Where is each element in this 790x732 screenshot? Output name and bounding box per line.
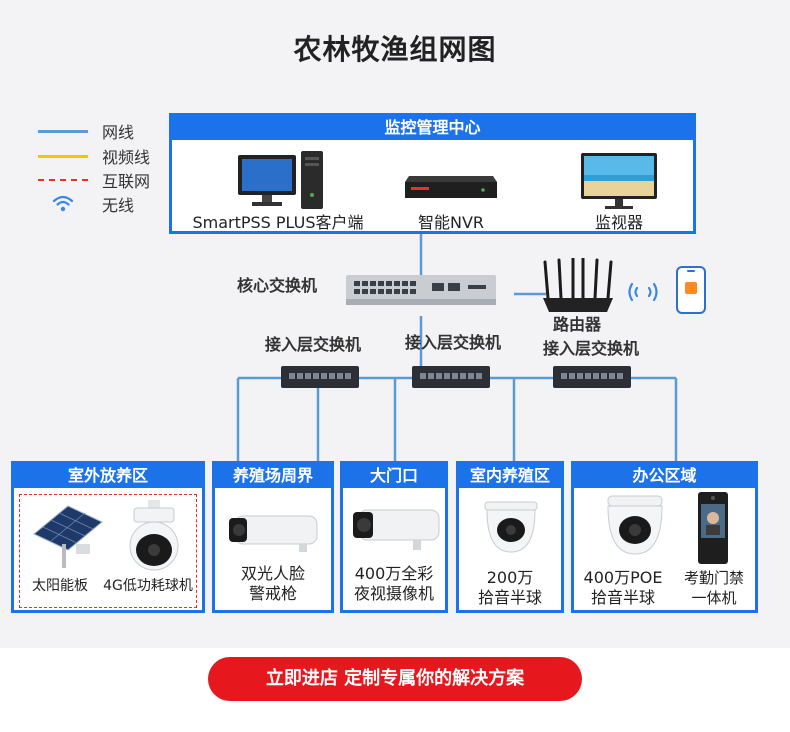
router-icon bbox=[543, 256, 613, 318]
legend-label: 视频线 bbox=[102, 148, 151, 167]
box-title: 室内养殖区 bbox=[459, 464, 561, 488]
dome-camera-icon bbox=[602, 494, 668, 562]
box-title: 监控管理中心 bbox=[172, 116, 693, 140]
nvr-label: 智能NVR bbox=[417, 213, 485, 232]
phone-icon bbox=[676, 266, 706, 318]
gate-cam-label-1: 400万全彩 bbox=[354, 564, 434, 583]
solar-label: 太阳能板 bbox=[32, 578, 88, 594]
office-access-label-2: 一体机 bbox=[691, 589, 737, 607]
legend-video: 视频线 bbox=[38, 145, 150, 167]
perimeter-cam-label-2: 警戒枪 bbox=[248, 584, 297, 603]
indoor-area-box: 室内养殖区 200万 拾音半球 bbox=[456, 461, 564, 613]
internet-line-swatch bbox=[38, 179, 88, 181]
indoor-cam-label-2: 拾音半球 bbox=[477, 588, 542, 607]
monitor-icon bbox=[581, 153, 657, 215]
client-label: SmartPSS PLUS客户端 bbox=[192, 213, 364, 232]
router-label: 路由器 bbox=[552, 315, 601, 334]
office-dome-label-2: 拾音半球 bbox=[590, 588, 655, 607]
access-switch-icon-2 bbox=[412, 366, 490, 392]
bullet-camera-icon bbox=[229, 508, 319, 558]
legend-network: 网线 bbox=[38, 120, 134, 142]
core-switch-icon bbox=[346, 275, 496, 309]
box-title: 大门口 bbox=[343, 464, 445, 488]
ptz-camera-icon bbox=[126, 500, 182, 576]
video-line-swatch bbox=[38, 154, 88, 158]
legend-wireless: 无线 bbox=[38, 193, 134, 215]
outdoor-dashed-frame bbox=[19, 494, 197, 608]
solar-panel-icon bbox=[28, 504, 104, 574]
box-title: 办公区域 bbox=[574, 464, 755, 488]
bullet-camera-icon bbox=[353, 504, 441, 556]
perimeter-cam-label-1: 双光人脸 bbox=[240, 564, 305, 583]
indoor-cam-label-1: 200万 bbox=[486, 568, 534, 587]
access-switch-label-1: 接入层交换机 bbox=[264, 335, 361, 354]
monitoring-center-box: 监控管理中心 SmartPSS PLUS客户端 智能NVR bbox=[169, 113, 696, 234]
wireless-signal-icon bbox=[622, 280, 664, 308]
nvr-icon bbox=[405, 174, 497, 204]
access-switch-icon-1 bbox=[281, 366, 359, 392]
ptz-label: 4G低功耗球机 bbox=[103, 578, 193, 594]
office-area-box: 办公区域 400万POE 拾音半球 考勤门禁 一体机 bbox=[571, 461, 758, 613]
pc-client-icon bbox=[238, 151, 324, 215]
wifi-icon bbox=[38, 193, 88, 215]
office-access-label-1: 考勤门禁 bbox=[683, 569, 744, 587]
box-title: 养殖场周界 bbox=[215, 464, 331, 488]
legend-label: 无线 bbox=[102, 196, 135, 215]
legend-label: 网线 bbox=[102, 123, 135, 142]
legend-label: 互联网 bbox=[102, 172, 151, 191]
shop-now-button[interactable]: 立即进店 定制专属你的解决方案 bbox=[208, 657, 582, 701]
box-title: 室外放养区 bbox=[14, 464, 202, 488]
outdoor-area-box: 室外放养区 太阳能板 4G低功耗球机 bbox=[11, 461, 205, 613]
gate-area-box: 大门口 400万全彩 夜视摄像机 bbox=[340, 461, 448, 613]
access-control-terminal-icon bbox=[698, 492, 728, 568]
access-switch-label-3: 接入层交换机 bbox=[542, 339, 639, 358]
access-switch-label-2: 接入层交换机 bbox=[404, 333, 501, 352]
dome-camera-icon bbox=[481, 500, 541, 560]
network-line-swatch bbox=[38, 129, 88, 133]
legend-internet: 互联网 bbox=[38, 169, 150, 191]
monitor-label: 监视器 bbox=[594, 213, 643, 232]
office-dome-label-1: 400万POE bbox=[583, 568, 663, 587]
access-switch-icon-3 bbox=[553, 366, 631, 392]
gate-cam-label-2: 夜视摄像机 bbox=[353, 584, 434, 603]
page-title: 农林牧渔组网图 bbox=[293, 33, 497, 66]
core-switch-label: 核心交换机 bbox=[236, 276, 317, 295]
perimeter-area-box: 养殖场周界 双光人脸 警戒枪 bbox=[212, 461, 334, 613]
